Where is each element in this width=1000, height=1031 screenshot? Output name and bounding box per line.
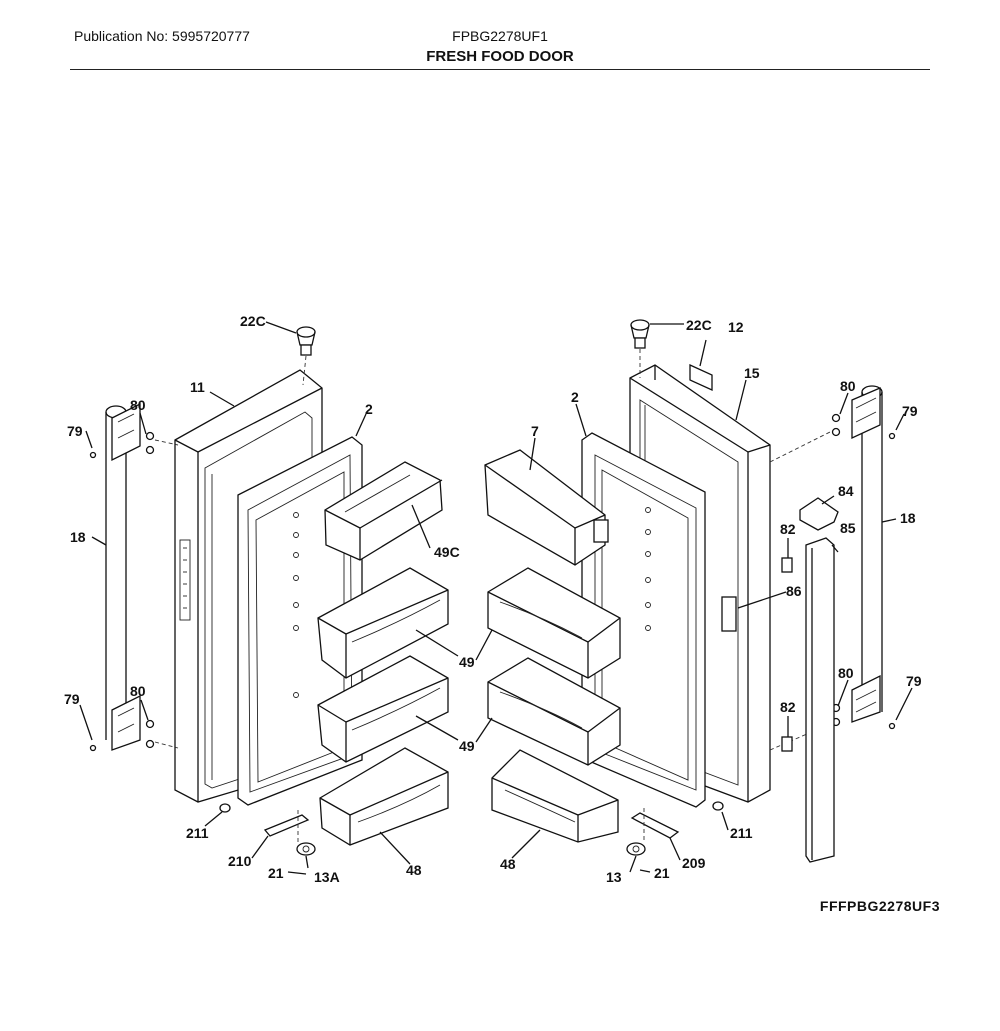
callout-82-top: 82 <box>780 521 796 537</box>
callout-2-right: 2 <box>571 389 579 405</box>
callout-79-top-left: 79 <box>67 423 83 439</box>
right-handle-screws <box>769 413 896 751</box>
leader-lines <box>79 321 913 875</box>
callout-48-left: 48 <box>406 862 422 878</box>
callout-84: 84 <box>838 483 854 499</box>
callout-11: 11 <box>190 379 205 395</box>
callout-13: 13 <box>606 869 622 885</box>
bracket-84 <box>799 497 839 531</box>
callout-79-bottom-right: 79 <box>906 673 922 689</box>
callout-7: 7 <box>531 423 539 439</box>
callout-80-bottom-left: 80 <box>130 683 146 699</box>
callout-21-left: 21 <box>268 865 284 881</box>
right-hinge-cap <box>630 319 650 378</box>
callout-49-upper: 49 <box>459 654 475 670</box>
right-bin-48 <box>491 749 619 843</box>
callout-209: 209 <box>682 855 706 871</box>
diagram-code: FFFPBG2278UF3 <box>819 898 940 914</box>
callout-12: 12 <box>728 319 744 335</box>
callout-79-top-right: 79 <box>902 403 918 419</box>
header-rule <box>70 69 930 70</box>
page-title: FRESH FOOD DOOR <box>426 48 574 65</box>
publication-number: Publication No: 5995720777 <box>74 28 250 44</box>
callout-49-lower: 49 <box>459 738 475 754</box>
left-bottom-hinge <box>219 803 316 856</box>
callout-22c-left: 22C <box>240 313 266 329</box>
callout-2-left: 2 <box>365 401 373 417</box>
callout-22c-right: 22C <box>686 317 712 333</box>
callout-18-left: 18 <box>70 529 86 545</box>
right-door-handle <box>851 385 883 723</box>
callout-86: 86 <box>786 583 802 599</box>
left-bin-49-lower <box>317 655 449 763</box>
right-door-label-12 <box>689 363 713 392</box>
callout-211-left: 211 <box>186 825 209 841</box>
left-door-handle <box>105 402 141 751</box>
left-bin-48 <box>319 747 449 846</box>
callout-15: 15 <box>744 365 760 381</box>
callout-48-right: 48 <box>500 856 516 872</box>
callout-18-right: 18 <box>900 510 916 526</box>
right-bin-7 <box>484 449 609 566</box>
left-bin-49c <box>324 461 443 561</box>
callout-210: 210 <box>228 853 252 869</box>
bracket-86 <box>721 596 737 632</box>
right-bin-49-upper <box>487 567 621 679</box>
callout-85: 85 <box>840 520 856 536</box>
right-bottom-hinge <box>626 801 724 856</box>
callout-211-right: 211 <box>730 825 753 841</box>
model-number: FPBG2278UF1 <box>452 28 548 44</box>
callout-21-right: 21 <box>654 865 670 881</box>
trim-strip-85 <box>805 537 835 863</box>
left-handle-screws <box>89 431 179 752</box>
callout-80-bottom-right: 80 <box>838 665 854 681</box>
left-hinge-cap <box>296 326 316 386</box>
callout-82-bottom: 82 <box>780 699 796 715</box>
right-bin-49-lower <box>487 657 621 766</box>
brackets-82 <box>781 557 793 752</box>
callout-79-bottom-left: 79 <box>64 691 80 707</box>
callout-49c: 49C <box>434 544 460 560</box>
callout-80-top-right: 80 <box>840 378 856 394</box>
callout-13a: 13A <box>314 869 340 885</box>
left-bin-49-upper <box>317 567 449 679</box>
callout-80-top-left: 80 <box>130 397 146 413</box>
